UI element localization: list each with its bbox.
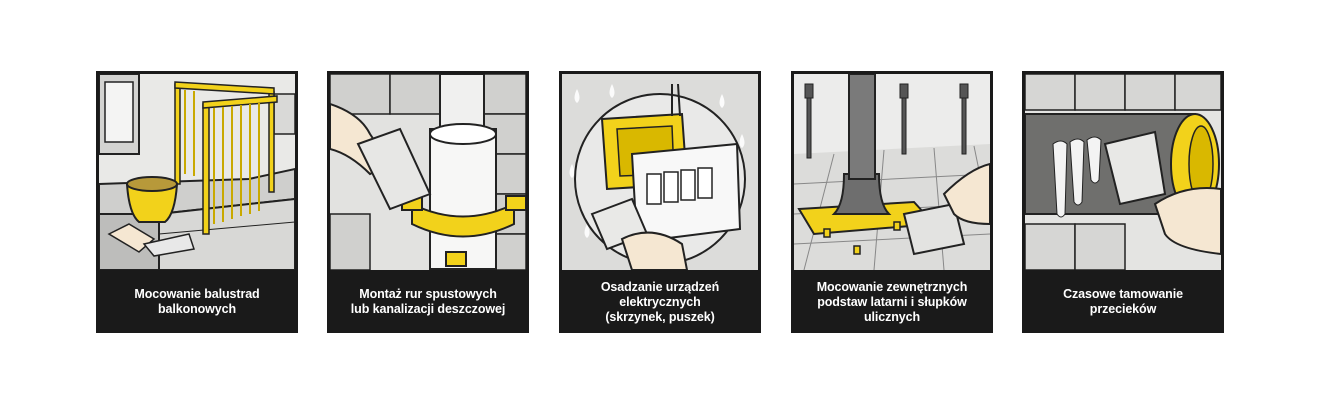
card-street-lamp-base: Mocowanie zewnętrznych podstaw latarni i…: [791, 71, 993, 333]
card-balcony-railing: Mocowanie balustrad balkonowych: [96, 71, 298, 333]
electrical-box-icon: [562, 74, 758, 270]
card-drain-pipe: Montaż rur spustowych lub kanalizacji de…: [327, 71, 529, 333]
drain-pipe-clamp-icon: [330, 74, 526, 270]
balcony-railing-icon: [99, 74, 295, 270]
card-caption: Mocowanie zewnętrznych podstaw latarni i…: [816, 279, 968, 324]
card-caption: Mocowanie balustrad balkonowych: [134, 287, 260, 316]
street-lamp-base-icon: [794, 74, 990, 270]
card-leak-sealing: Czasowe tamowanie przecieków: [1022, 71, 1224, 333]
card-caption: Montaż rur spustowych lub kanalizacji de…: [350, 287, 506, 316]
card-caption: Osadzanie urządzeń elektrycznych (skrzyn…: [600, 279, 720, 324]
card-electrical-box: Osadzanie urządzeń elektrycznych (skrzyn…: [559, 71, 761, 333]
card-caption: Czasowe tamowanie przecieków: [1063, 287, 1183, 316]
leak-sealing-icon: [1025, 74, 1221, 270]
